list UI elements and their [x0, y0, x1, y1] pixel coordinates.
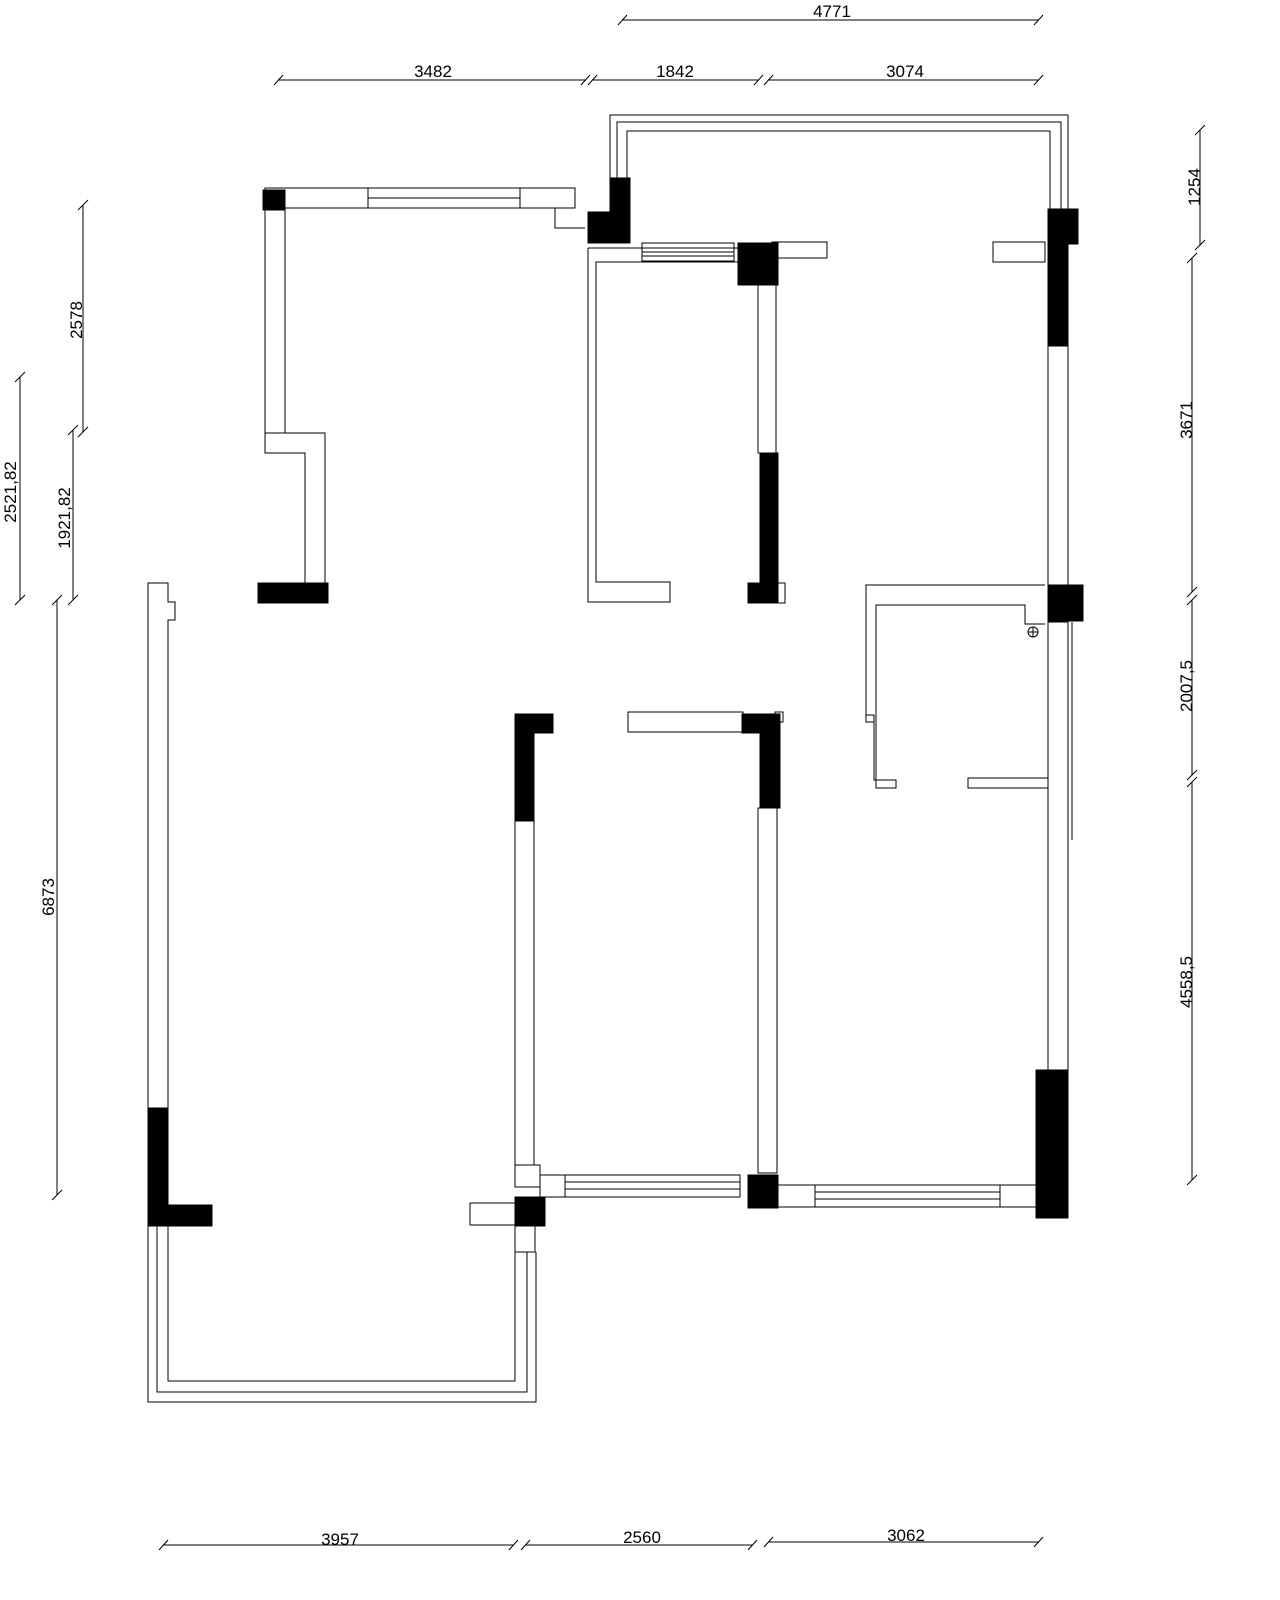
column [514, 713, 554, 822]
floor-drain-icon [1027, 626, 1039, 638]
wall-bathroom [865, 584, 1045, 789]
dimension-bottom-right: 3062 [887, 1526, 925, 1545]
bay-window-outer [609, 114, 1069, 210]
wall-bedroom1 [587, 248, 740, 603]
dimension-bottom-middle: 2560 [623, 1528, 661, 1547]
window-middle-room [539, 1174, 741, 1198]
column [147, 1107, 213, 1227]
column [257, 582, 329, 604]
column [759, 452, 779, 604]
wall-right-lower [1047, 621, 1069, 1071]
column [262, 189, 286, 211]
dimension-bottom-left: 3957 [321, 1530, 359, 1549]
window-bottom-right [777, 1184, 1037, 1208]
dimension-left-upper: 2578 [67, 301, 86, 339]
column [747, 1174, 779, 1209]
dimension-top-right: 3074 [886, 62, 924, 81]
columns [147, 177, 1084, 1227]
bay-window-inner [626, 130, 1051, 210]
dimension-top-overall: 4771 [813, 2, 851, 21]
column [1047, 243, 1069, 347]
dimension-lines [14, 14, 1206, 1551]
dimension-labels: 4771 3482 1842 3074 3957 2560 3062 2578 … [1, 2, 1204, 1549]
column [1047, 584, 1084, 622]
dimension-right-top: 1254 [1185, 168, 1204, 206]
dimension-left-middle-a: 2521,82 [1, 461, 20, 522]
wall-left-step [264, 432, 326, 586]
wall-left-upper [264, 207, 286, 454]
dimension-right-middle: 2007,5 [1177, 660, 1196, 712]
dimension-left-middle-b: 1921,82 [55, 487, 74, 548]
column [747, 582, 779, 604]
column [587, 177, 631, 244]
dimension-right-lower: 4558,5 [1177, 956, 1196, 1008]
wall-bathroom-lower [967, 777, 1049, 789]
dimension-left-lower: 6873 [39, 878, 58, 916]
wall-bedroom1-right [757, 277, 777, 454]
balcony-rail-outer [147, 1225, 537, 1403]
wall-middle-room-left [514, 819, 535, 1181]
dimension-top-left: 3482 [414, 62, 452, 81]
column [1035, 1069, 1069, 1219]
wall-right-upper [1047, 344, 1069, 586]
wall-middle-room-right [757, 807, 778, 1174]
column [741, 713, 781, 809]
column [1047, 208, 1079, 245]
wall-left-long [147, 582, 176, 1111]
walls [147, 114, 1073, 1403]
dimension-right-upper: 3671 [1177, 401, 1196, 439]
dimension-top-middle: 1842 [656, 62, 694, 81]
column [737, 242, 779, 286]
balcony-rail-inner [167, 1225, 516, 1382]
column [514, 1196, 546, 1227]
